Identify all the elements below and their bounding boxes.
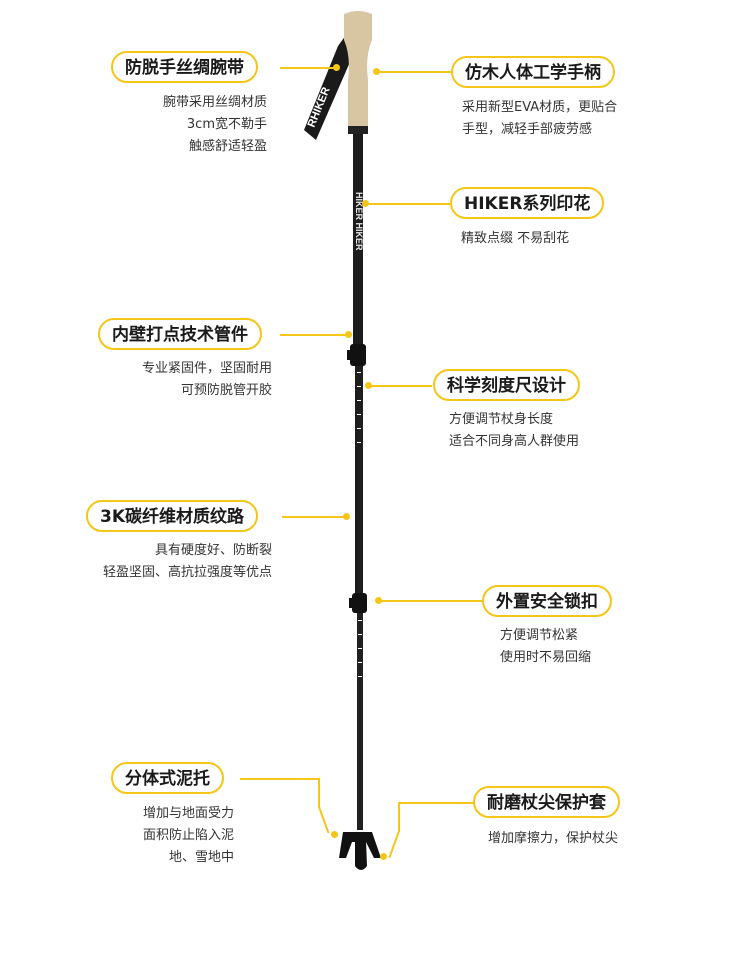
grip [344,11,372,132]
feature-desc-scale: 方便调节杖身长度 适合不同身高人群使用 [449,409,579,453]
desc-line: 腕带采用丝绸材质 [162,95,267,110]
lock-clamp-1 [350,344,366,366]
feature-title-basket: 分体式泥托 [111,762,224,794]
desc-line: 方便调节松紧 [500,628,579,643]
middle-shaft [355,366,363,596]
desc-line: 具有硬度好、防断裂 [154,543,272,558]
connector-print [366,203,450,205]
feature-title-print: HIKER系列印花 [450,187,605,219]
desc-line: 采用新型EVA材质，更贴合 [462,100,618,115]
lock-clamp-2 [352,593,367,613]
feature-desc-strap: 腕带采用丝绸材质 3cm宽不勒手 触感舒适轻盈 [163,92,267,158]
connector-dot-print [362,200,369,207]
connector-dot-tip [380,853,387,860]
shaft-print: HIKER HIKER [354,192,364,251]
feature-desc-basket: 增加与地面受力 面积防止陷入泥 地、雪地中 [143,803,234,869]
feature-desc-carbon: 具有硬度好、防断裂 轻盈坚固、高抗拉强度等优点 [103,540,272,584]
feature-title-scale: 科学刻度尺设计 [433,369,580,401]
desc-line: 面积防止陷入泥 [142,828,234,843]
feature-desc-pipe: 专业紧固件，坚固耐用 可预防脱管开胶 [142,358,272,402]
connector-basket-v [318,778,320,808]
tip-protector [355,840,367,870]
desc-line: 触感舒适轻盈 [188,139,267,154]
feature-title-strap: 防脱手丝绸腕带 [111,51,258,83]
desc-line: 地、雪地中 [168,850,234,865]
connector-tip-h [398,802,474,804]
desc-line: 轻盈坚固、高抗拉强度等优点 [102,565,272,580]
desc-line: 增加与地面受力 [142,806,234,821]
connector-lock [378,600,482,602]
scale-marks-2 [358,620,362,677]
feature-desc-print: 精致点缀 不易刮花 [461,228,569,250]
connector-strap [280,67,335,69]
desc-line: 3cm宽不勒手 [186,117,267,132]
connector-dot-strap [333,64,340,71]
desc-line: 增加摩擦力，保护杖尖 [488,831,619,846]
desc-line: 专业紧固件，坚固耐用 [141,361,272,376]
connector-dot-carbon [343,513,350,520]
grip-collar [348,126,368,134]
connector-scale [368,385,432,387]
feature-title-grip: 仿木人体工学手柄 [451,56,615,88]
desc-line: 可预防脱管开胶 [180,383,272,398]
mud-basket [339,832,381,858]
connector-dot-grip [373,68,380,75]
connector-dot-basket [331,831,338,838]
feature-title-lock: 外置安全锁扣 [482,585,612,617]
feature-desc-grip: 采用新型EVA材质，更贴合 手型，减轻手部疲劳感 [462,97,617,141]
desc-line: 使用时不易回缩 [500,650,592,665]
connector-dot-scale [365,382,372,389]
feature-title-tip: 耐磨杖尖保护套 [473,786,620,818]
connector-dot-lock [375,597,382,604]
lower-shaft [357,613,363,830]
desc-line: 精致点缀 不易刮花 [461,231,570,246]
desc-line: 手型，减轻手部疲劳感 [462,122,593,137]
connector-carbon [282,516,346,518]
desc-line: 方便调节杖身长度 [449,412,554,427]
connector-tip-v [398,802,400,832]
connector-grip [378,71,456,73]
scale-marks-1 [357,372,361,443]
feature-title-pipe: 内壁打点技术管件 [98,318,262,350]
feature-title-carbon: 3K碳纤维材质纹路 [86,500,259,532]
connector-pipe [280,334,348,336]
wrist-strap [304,35,350,140]
feature-desc-tip: 增加摩擦力，保护杖尖 [488,828,618,850]
feature-desc-lock: 方便调节松紧 使用时不易回缩 [500,625,591,669]
upper-shaft [353,134,363,348]
connector-dot-pipe [345,331,352,338]
desc-line: 适合不同身高人群使用 [449,434,580,449]
connector-basket-h [240,778,320,780]
